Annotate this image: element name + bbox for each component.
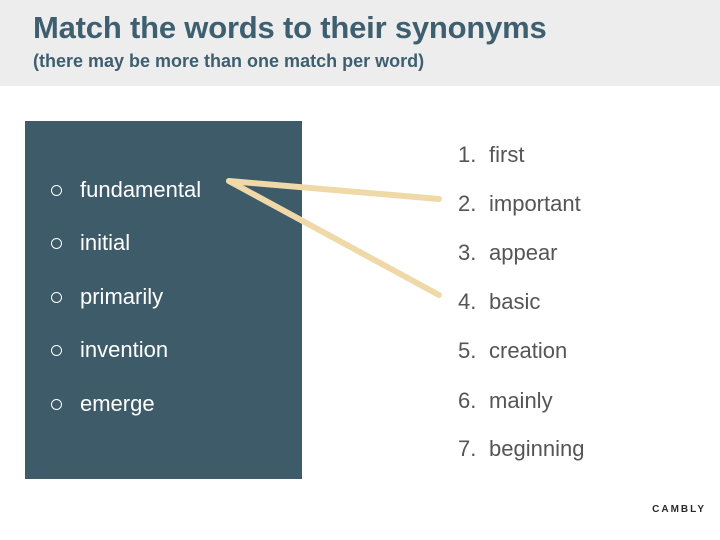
synonym-label: creation <box>489 338 568 363</box>
word-label: fundamental <box>80 177 202 202</box>
synonym-item-basic[interactable]: 4. basic <box>458 287 540 317</box>
synonym-number: 6. <box>458 388 477 413</box>
synonym-label: first <box>489 142 525 167</box>
synonym-item-creation[interactable]: 5. creation <box>458 336 567 366</box>
synonym-item-beginning[interactable]: 7. beginning <box>458 434 584 464</box>
synonym-item-mainly[interactable]: 6. mainly <box>458 386 553 416</box>
page-title: Match the words to their synonyms <box>33 10 547 45</box>
synonym-number: 2. <box>458 191 477 216</box>
brand-logo: CAMBLY <box>652 504 706 515</box>
word-item-emerge[interactable]: emerge <box>51 389 155 419</box>
synonym-label: mainly <box>489 388 553 413</box>
synonym-number: 3. <box>458 240 477 265</box>
synonym-item-first[interactable]: 1. first <box>458 140 524 170</box>
synonym-item-appear[interactable]: 3. appear <box>458 238 558 268</box>
word-label: invention <box>80 337 169 362</box>
word-label: primarily <box>80 284 164 309</box>
synonym-number: 5. <box>458 338 477 363</box>
word-item-initial[interactable]: initial <box>51 228 130 258</box>
synonym-number: 4. <box>458 289 477 314</box>
synonym-label: important <box>489 191 581 216</box>
synonym-item-important[interactable]: 2. important <box>458 189 581 219</box>
word-item-fundamental[interactable]: fundamental <box>51 175 201 205</box>
synonym-number: 1. <box>458 142 477 167</box>
circle-bullet-icon <box>51 291 62 303</box>
word-label: emerge <box>80 391 155 416</box>
word-item-primarily[interactable]: primarily <box>51 282 163 312</box>
synonym-number: 7. <box>458 436 477 461</box>
synonym-label: appear <box>489 240 558 265</box>
synonym-label: beginning <box>489 436 585 461</box>
circle-bullet-icon <box>51 344 62 356</box>
circle-bullet-icon <box>51 184 62 196</box>
word-item-invention[interactable]: invention <box>51 335 168 365</box>
word-label: initial <box>80 230 131 255</box>
page-subtitle: (there may be more than one match per wo… <box>33 51 425 71</box>
synonym-label: basic <box>489 289 541 314</box>
words-panel: fundamental initial primarily invention … <box>25 121 302 479</box>
circle-bullet-icon <box>51 398 62 410</box>
header-bar: Match the words to their synonyms (there… <box>0 0 720 86</box>
circle-bullet-icon <box>51 237 62 249</box>
